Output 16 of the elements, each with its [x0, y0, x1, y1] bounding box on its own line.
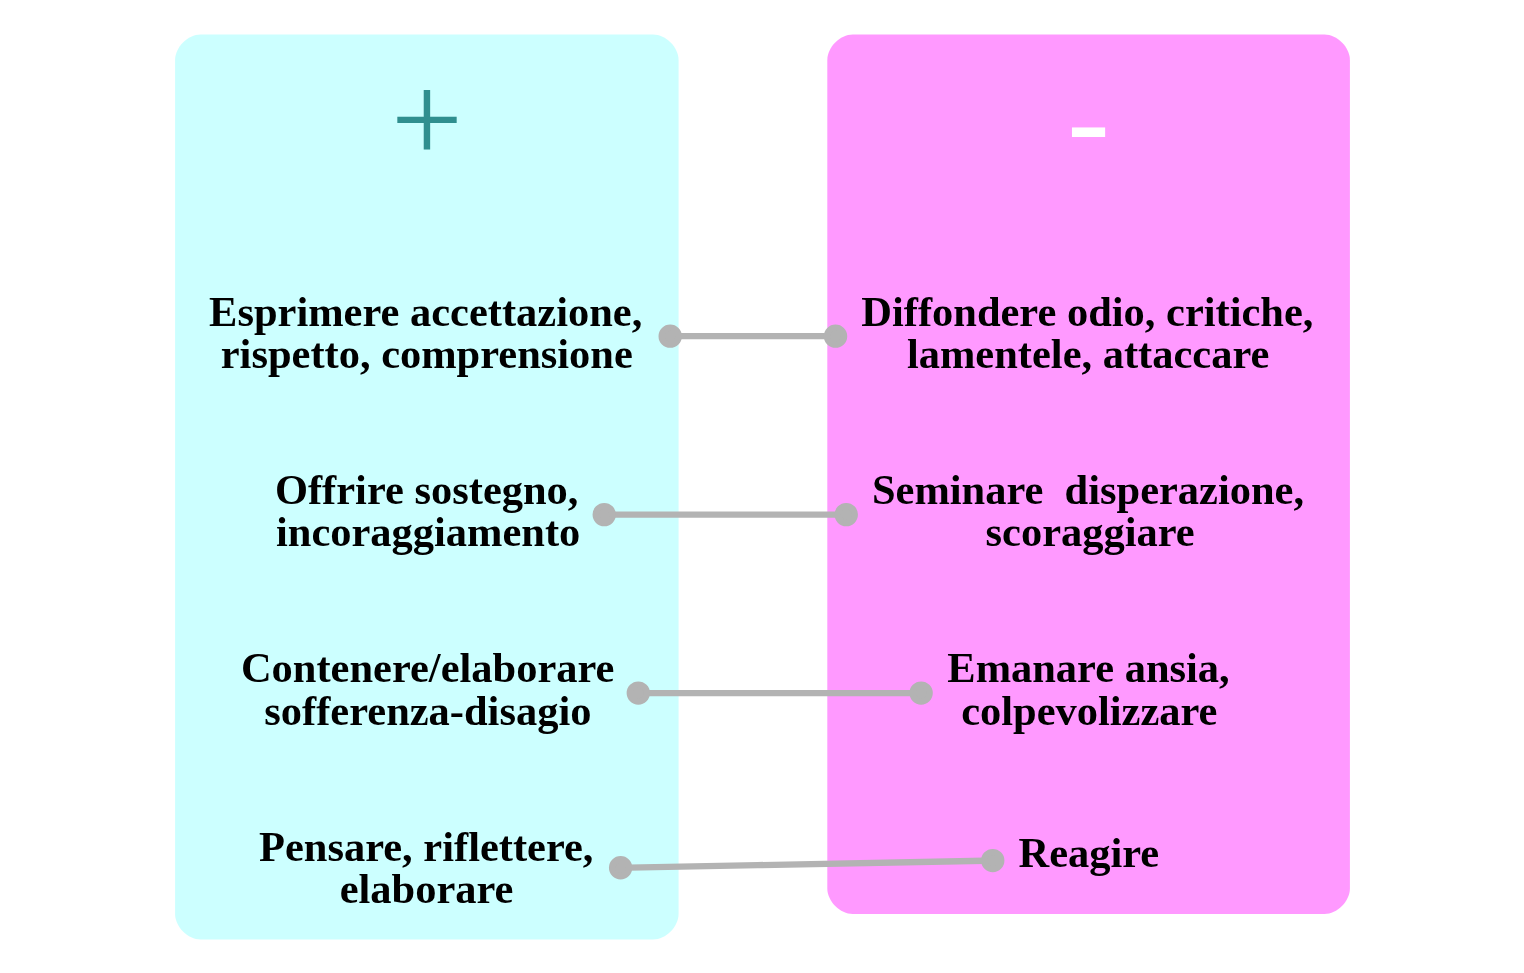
connector — [592, 502, 858, 526]
label: + — [390, 47, 463, 190]
node-text: Offrire sostegno, incoraggiamento — [274, 465, 580, 555]
node-text: Esprimere accettazione, rispetto, comprensione — [208, 287, 642, 377]
label: - — [1066, 47, 1110, 190]
node-text: Emanare ansia, colpevolizzare — [946, 643, 1230, 734]
node-text: Contenere/elaborare sofferenza-disagio — [240, 643, 614, 734]
node-text: Seminare disperazione, scoraggiare — [871, 465, 1304, 555]
node-text: Pensare, riflettere, elaborare — [258, 822, 593, 912]
connector — [658, 324, 847, 348]
cluster — [826, 34, 1350, 914]
connector — [608, 848, 1004, 879]
connector — [626, 680, 933, 705]
node-text: Diffondere odio, critiche, lamentele, attaccare — [860, 287, 1313, 377]
node-text: Reagire — [1018, 828, 1159, 876]
cluster — [174, 34, 679, 939]
